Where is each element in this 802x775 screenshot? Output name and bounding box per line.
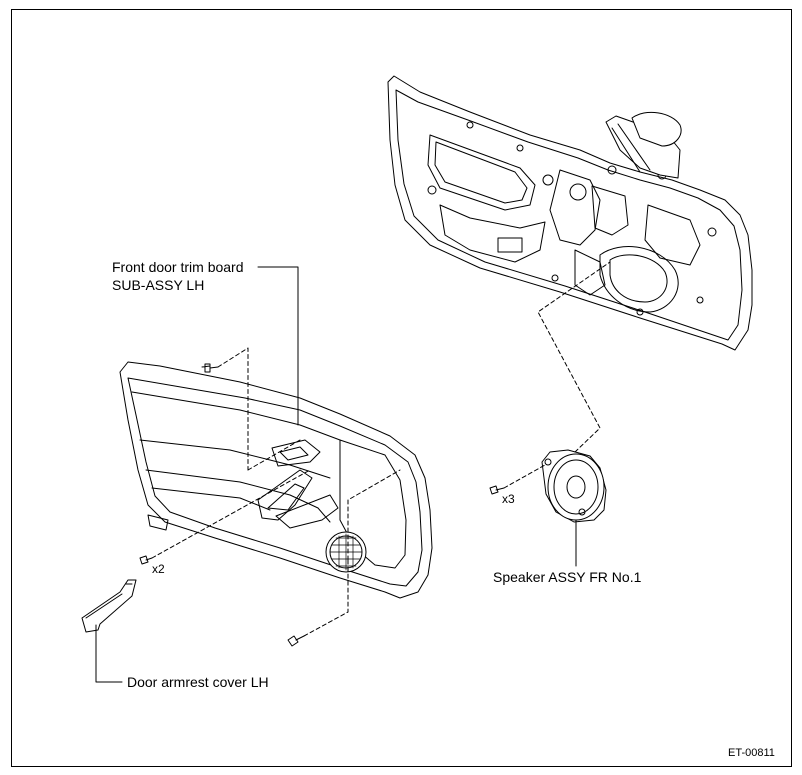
door-trim-board xyxy=(119,361,433,599)
speaker-label: Speaker ASSY FR No.1 xyxy=(493,569,642,585)
screw-icon xyxy=(201,363,219,373)
assembly-guide-lines xyxy=(151,261,611,637)
trim-board-label-line2: SUB-ASSY LH xyxy=(112,277,205,293)
door-armrest-cover xyxy=(81,579,137,633)
figure-code: ET-00811 xyxy=(728,747,775,759)
screw-icon xyxy=(139,555,153,565)
quantity-x2-label: x2 xyxy=(152,562,165,576)
leader-lines xyxy=(95,266,577,683)
screw-icon xyxy=(287,635,305,647)
trim-board-label-line1: Front door trim board xyxy=(112,259,244,275)
quantity-x3-label: x3 xyxy=(502,492,515,506)
armrest-cover-label: Door armrest cover LH xyxy=(127,674,269,690)
door-inner-panel xyxy=(387,75,753,351)
screw-icon xyxy=(489,485,505,495)
speaker-assy xyxy=(541,449,607,523)
